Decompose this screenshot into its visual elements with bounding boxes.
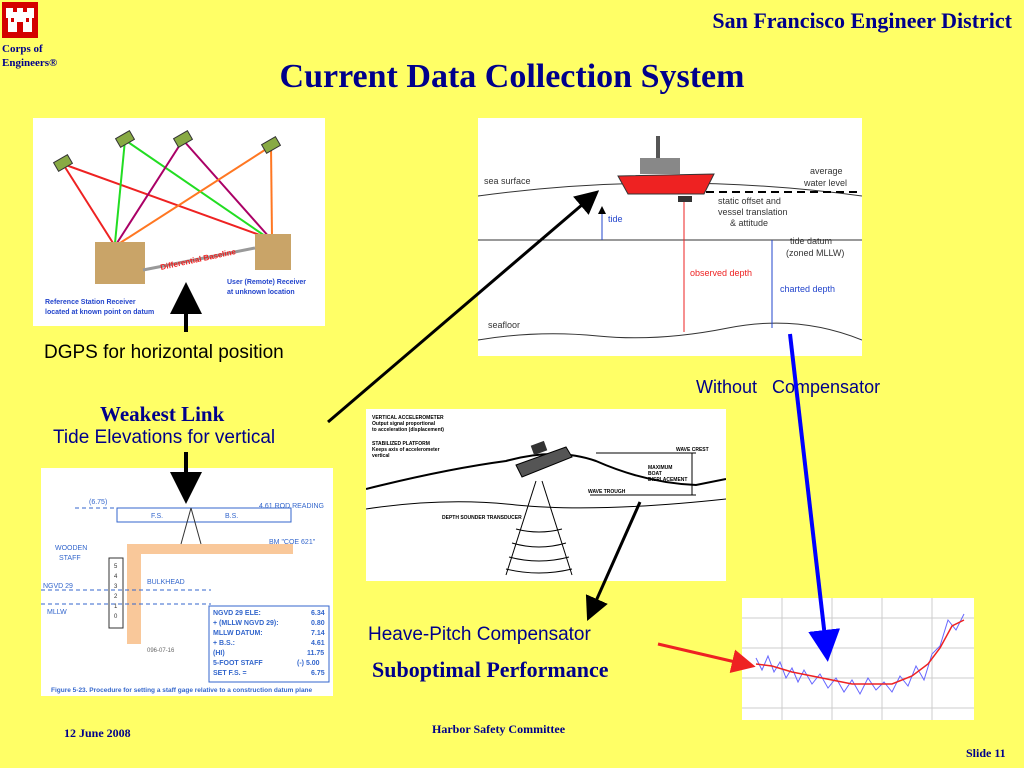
calc-value: 6.75: [311, 670, 325, 677]
accel-label-1: VERTICAL ACCELEROMETER: [372, 415, 444, 421]
calc-value: 11.75: [307, 650, 324, 657]
satellite-icon: [52, 129, 282, 173]
wooden-label: WOODEN: [55, 545, 87, 552]
user-label-2: at unknown location: [227, 289, 295, 296]
castle-icon: [6, 8, 34, 32]
charted-depth-label: charted depth: [780, 284, 835, 294]
sea-surface-label: sea surface: [484, 176, 531, 186]
calc-label: (HI): [213, 650, 225, 657]
filtered-signal-line: [755, 619, 965, 685]
staff-label: STAFF: [59, 555, 81, 562]
max-label-1: MAXIMUM: [648, 465, 672, 471]
tide-datum-label: tide datum: [790, 236, 832, 246]
weakest-link-heading: Weakest Link: [100, 402, 225, 426]
calc-value: 0.80: [311, 620, 325, 627]
fs-label: F.S.: [151, 513, 163, 520]
staff-number: 5: [114, 564, 118, 570]
water-level-label: water level: [803, 178, 847, 188]
calc-value: 4.61: [311, 640, 325, 647]
mllw-label: MLLW: [47, 609, 67, 616]
org-name: Corps of Engineers®: [2, 42, 57, 70]
slide-number: Slide 11: [966, 746, 1006, 760]
timeseries-plot: [742, 598, 974, 720]
dgps-caption: DGPS for horizontal position: [44, 342, 284, 363]
date-stamp: 096-07-16: [147, 648, 175, 654]
calc-label: MLLW DATUM:: [213, 630, 263, 637]
calc-label: + B.S.:: [213, 640, 235, 647]
max-label-3: DISPLACEMENT: [648, 477, 687, 483]
accel-label-2: Output signal proportional: [372, 421, 436, 427]
accel-label-3: to acceleration (displacement): [372, 427, 444, 433]
top-value: (6.75): [89, 499, 107, 506]
vessel-icon: [617, 136, 715, 202]
castle-logo-icon: [2, 2, 38, 38]
slide-title: Current Data Collection System: [279, 58, 745, 95]
platform-label-2: Keeps axis of accelerometer: [372, 447, 440, 453]
max-label-2: BOAT: [648, 471, 662, 477]
bs-label: B.S.: [225, 513, 238, 520]
footer-date: 12 June 2008: [64, 726, 131, 740]
district-name: San Francisco Engineer District: [712, 8, 1012, 33]
zoned-label: (zoned MLLW): [786, 248, 844, 258]
ref-label-1: Reference Station Receiver: [45, 299, 136, 306]
ngvd-label: NGVD 29: [43, 583, 73, 590]
boat-icon: [515, 440, 573, 478]
seafloor-label: seafloor: [488, 320, 520, 330]
staff-number: 0: [114, 614, 118, 620]
arrow-to-depth: [327, 190, 600, 424]
org-line2: Engineers®: [2, 57, 58, 69]
bm-label: BM "COE 621": [269, 539, 316, 546]
figure-caption: Figure 5-23. Procedure for setting a sta…: [51, 687, 313, 694]
arrow-to-heave-caption: [585, 501, 642, 621]
calc-label: SET F.S. =: [213, 670, 247, 677]
wave-trough-label: WAVE TROUGH: [588, 489, 626, 495]
static-label-1: static offset and: [718, 196, 781, 206]
calc-label: 5-FOOT STAFF: [213, 660, 263, 667]
calc-value: 6.34: [311, 610, 325, 617]
org-line1: Corps of: [2, 43, 43, 55]
wooden-staff: [108, 557, 124, 629]
rod-reading: 4.61 ROD READING: [259, 503, 324, 510]
without-compensator-caption: Without Compensator: [696, 377, 881, 397]
calc-value: (-) 5.00: [297, 660, 320, 667]
static-label-3: & attitude: [730, 218, 768, 228]
wave-crest-label: WAVE CREST: [676, 447, 709, 453]
tide-label: tide: [608, 214, 623, 224]
staff-number: 3: [114, 584, 118, 590]
staff-gage-diagram: (6.75) 4.61 ROD READING F.S. B.S. BM "CO…: [41, 468, 333, 696]
calc-table-box: [208, 605, 330, 683]
calc-label: NGVD 29 ELE:: [213, 610, 261, 617]
suboptimal-caption: Suboptimal Performance: [372, 657, 609, 682]
observed-depth-label: observed depth: [690, 268, 752, 278]
depth-diagram: sea surface average water level static o…: [477, 118, 863, 356]
calc-label: + (MLLW NGVD 29):: [213, 620, 279, 627]
heave-diagram: VERTICAL ACCELEROMETER Output signal pro…: [365, 409, 727, 581]
arrow-to-timeseries: [788, 333, 841, 662]
platform-label-3: vertical: [372, 453, 390, 459]
staff-number: 2: [114, 594, 118, 600]
platform-label-1: STABILIZED PLATFORM: [372, 441, 430, 447]
average-label: average: [810, 166, 843, 176]
staff-number: 1: [114, 604, 118, 610]
user-label-1: User (Remote) Receiver: [227, 279, 306, 286]
ref-label-2: located at known point on datum: [45, 309, 154, 316]
tide-caption: Tide Elevations for vertical: [53, 427, 276, 448]
heave-caption: Heave-Pitch Compensator: [368, 624, 591, 645]
static-label-2: vessel translation: [718, 207, 788, 217]
footer-committee: Harbor Safety Committee: [432, 722, 566, 736]
staff-number: 4: [114, 574, 118, 580]
raw-signal-line: [755, 613, 965, 696]
calc-value: 7.14: [311, 630, 325, 637]
arrow-red-timeseries: [657, 642, 756, 673]
reference-station-photo: [95, 242, 145, 284]
transducer-label: DEPTH SOUNDER TRANSDUCER: [442, 515, 522, 521]
bulkhead-label: BULKHEAD: [147, 579, 185, 586]
dgps-diagram: Differential Baseline Reference Station …: [33, 118, 325, 326]
remote-receiver-photo: [255, 234, 291, 270]
